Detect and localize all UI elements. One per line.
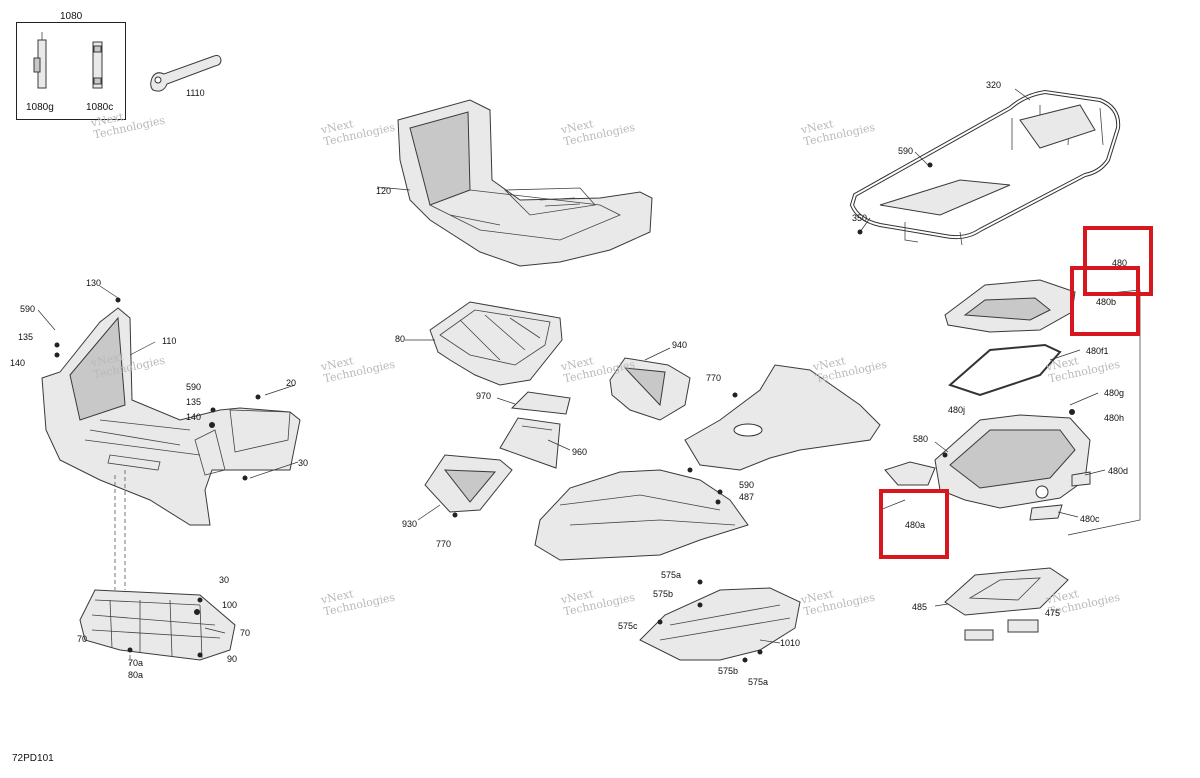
tool-kit-1080c xyxy=(92,41,103,89)
part-label: 480f1 xyxy=(1086,346,1109,356)
grille-930 xyxy=(424,454,513,513)
part-label: 480g xyxy=(1104,388,1125,398)
part-label: 135 xyxy=(18,332,34,342)
part-label: 575b xyxy=(718,666,739,676)
panel-970 xyxy=(510,391,571,415)
rear-fender-center xyxy=(534,364,881,561)
part-label: 480c xyxy=(1080,514,1100,524)
part-label: 350 xyxy=(852,213,868,223)
left-fender-110 xyxy=(41,307,301,526)
part-label: 475 xyxy=(1045,608,1061,618)
highlight-box-480a xyxy=(879,489,949,559)
part-label: 1080g xyxy=(26,102,54,113)
part-label: 970 xyxy=(476,391,492,401)
part-label: 90 xyxy=(227,654,238,664)
pad-485 xyxy=(944,567,1069,641)
part-label: 485 xyxy=(912,602,928,612)
part-label: 575b xyxy=(653,589,674,599)
part-label: 20 xyxy=(286,378,297,388)
footrest-70 xyxy=(79,589,236,661)
part-label: 575c xyxy=(618,621,638,631)
part-label: 70 xyxy=(77,634,88,644)
cargo-lid-480 xyxy=(944,279,1076,333)
part-label: 487 xyxy=(739,492,755,502)
part-label: 100 xyxy=(222,600,238,610)
part-label: 110 xyxy=(162,336,177,346)
diagram-code: 72PD101 xyxy=(12,753,54,764)
part-label: 590 xyxy=(898,146,914,156)
part-label: 1010 xyxy=(780,638,801,648)
part-label: 480d xyxy=(1108,466,1129,476)
part-label: 480b xyxy=(1096,297,1117,307)
part-label: 480a xyxy=(905,520,926,530)
part-label: 930 xyxy=(402,519,418,529)
front-body-120 xyxy=(397,99,653,267)
part-label: 140 xyxy=(186,412,202,422)
part-label: 30 xyxy=(298,458,309,468)
part-label: 590 xyxy=(20,304,36,314)
part-label: 580 xyxy=(913,434,929,444)
part-label: 940 xyxy=(672,340,688,350)
part-label: 1110 xyxy=(186,88,205,98)
fasteners xyxy=(54,162,1075,663)
part-label: 320 xyxy=(986,80,1002,90)
tool-kit-1080g xyxy=(33,32,47,89)
bracket-80 xyxy=(429,301,563,386)
part-label: 1080c xyxy=(86,102,114,113)
part-label: 480h xyxy=(1104,413,1125,423)
part-label: 575a xyxy=(748,677,769,687)
part-label: 770 xyxy=(706,373,722,383)
highlight-box-480 xyxy=(1083,226,1153,296)
panel-960 xyxy=(499,417,561,469)
part-label: 30 xyxy=(219,575,230,585)
skid-plate-1010 xyxy=(639,587,801,661)
wrench-1110 xyxy=(150,55,222,92)
part-label: 575a xyxy=(661,570,682,580)
part-label: 135 xyxy=(186,397,202,407)
part-label: 120 xyxy=(376,186,392,196)
cargo-box-480 xyxy=(884,414,1091,521)
part-label: 80 xyxy=(395,334,406,344)
part-label: 590 xyxy=(186,382,202,392)
rear-rack-320 xyxy=(849,89,1121,246)
part-label: 140 xyxy=(10,358,26,368)
part-label: 480j xyxy=(948,405,966,415)
part-label: 70a xyxy=(128,658,144,668)
part-label: 480 xyxy=(1112,258,1128,268)
part-label: 1080 xyxy=(60,11,83,22)
part-label: 960 xyxy=(572,447,588,457)
cover-940 xyxy=(609,357,691,421)
part-label: 590 xyxy=(739,480,755,490)
part-label: 770 xyxy=(436,539,452,549)
part-label: 80a xyxy=(128,670,144,680)
part-label: 130 xyxy=(86,278,102,288)
highlight-box-480b xyxy=(1070,266,1140,336)
part-label: 70 xyxy=(240,628,251,638)
tool-kit-box xyxy=(16,22,126,120)
seal-480f1 xyxy=(948,343,1062,397)
